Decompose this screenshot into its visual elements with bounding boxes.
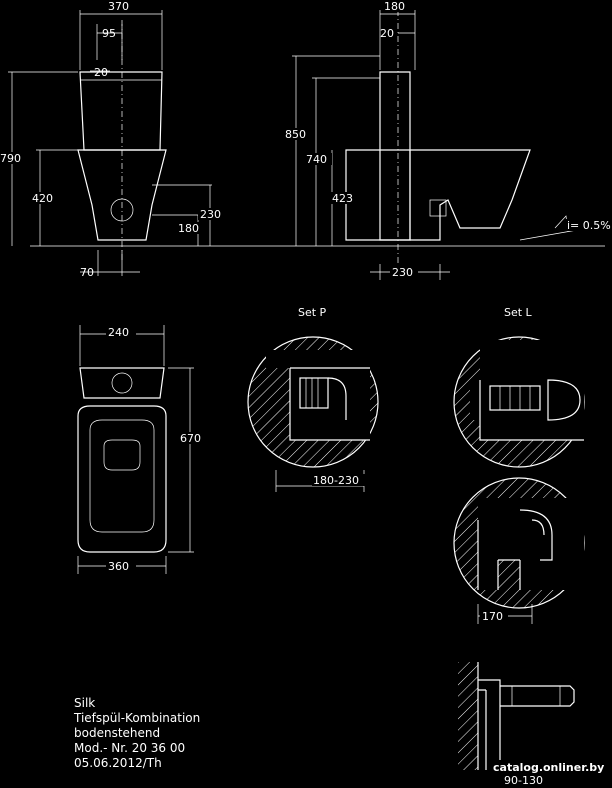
dim-side-seat: 423 <box>332 192 353 205</box>
dim-seat-height: 420 <box>32 192 53 205</box>
dim-setl-depth: 170 <box>482 610 503 623</box>
dim-front-width: 370 <box>108 0 129 13</box>
top-view <box>77 325 194 574</box>
set-l-detail <box>453 336 585 468</box>
set-l-detail-2 <box>453 477 585 624</box>
label-set-p: Set P <box>298 306 327 319</box>
dim-outlet-height: 230 <box>200 208 221 221</box>
dim-side-bottom: 230 <box>392 266 413 279</box>
dim-front-bottom: 70 <box>80 266 94 279</box>
info-line-1: Silk <box>74 696 96 710</box>
label-set-l: Set L <box>504 306 533 319</box>
dim-front-inner: 95 <box>102 27 116 40</box>
watermark: catalog.onliner.by <box>490 760 608 775</box>
dim-side-tank: 740 <box>306 153 327 166</box>
dim-side-width: 180 <box>384 0 405 13</box>
dim-outlet-low: 180 <box>178 222 199 235</box>
drawing-info: Silk Tiefspül-Kombination bodenstehend M… <box>74 696 200 771</box>
front-view <box>8 10 300 276</box>
dim-top-depth: 670 <box>180 432 201 445</box>
side-view <box>292 10 605 280</box>
dim-top-bowl: 360 <box>108 560 129 573</box>
info-line-2: Tiefspül-Kombination <box>74 711 201 725</box>
dim-side-small: 20 <box>380 27 394 40</box>
dim-slope: i= 0.5% <box>567 219 611 232</box>
set-p-detail <box>247 336 379 492</box>
dim-total-height: 790 <box>0 152 21 165</box>
dim-setp-range: 180-230 <box>313 474 359 487</box>
connector-detail <box>458 662 575 773</box>
info-line-5: 05.06.2012/Th <box>74 756 162 770</box>
dim-front-small: 20 <box>94 66 108 79</box>
dim-connector-range: 90-130 <box>504 774 543 787</box>
dim-top-width: 240 <box>108 326 129 339</box>
dim-side-total: 850 <box>285 128 306 141</box>
info-line-3: bodenstehend <box>74 726 161 740</box>
info-line-4: Mod.- Nr. 20 36 00 <box>74 741 186 755</box>
